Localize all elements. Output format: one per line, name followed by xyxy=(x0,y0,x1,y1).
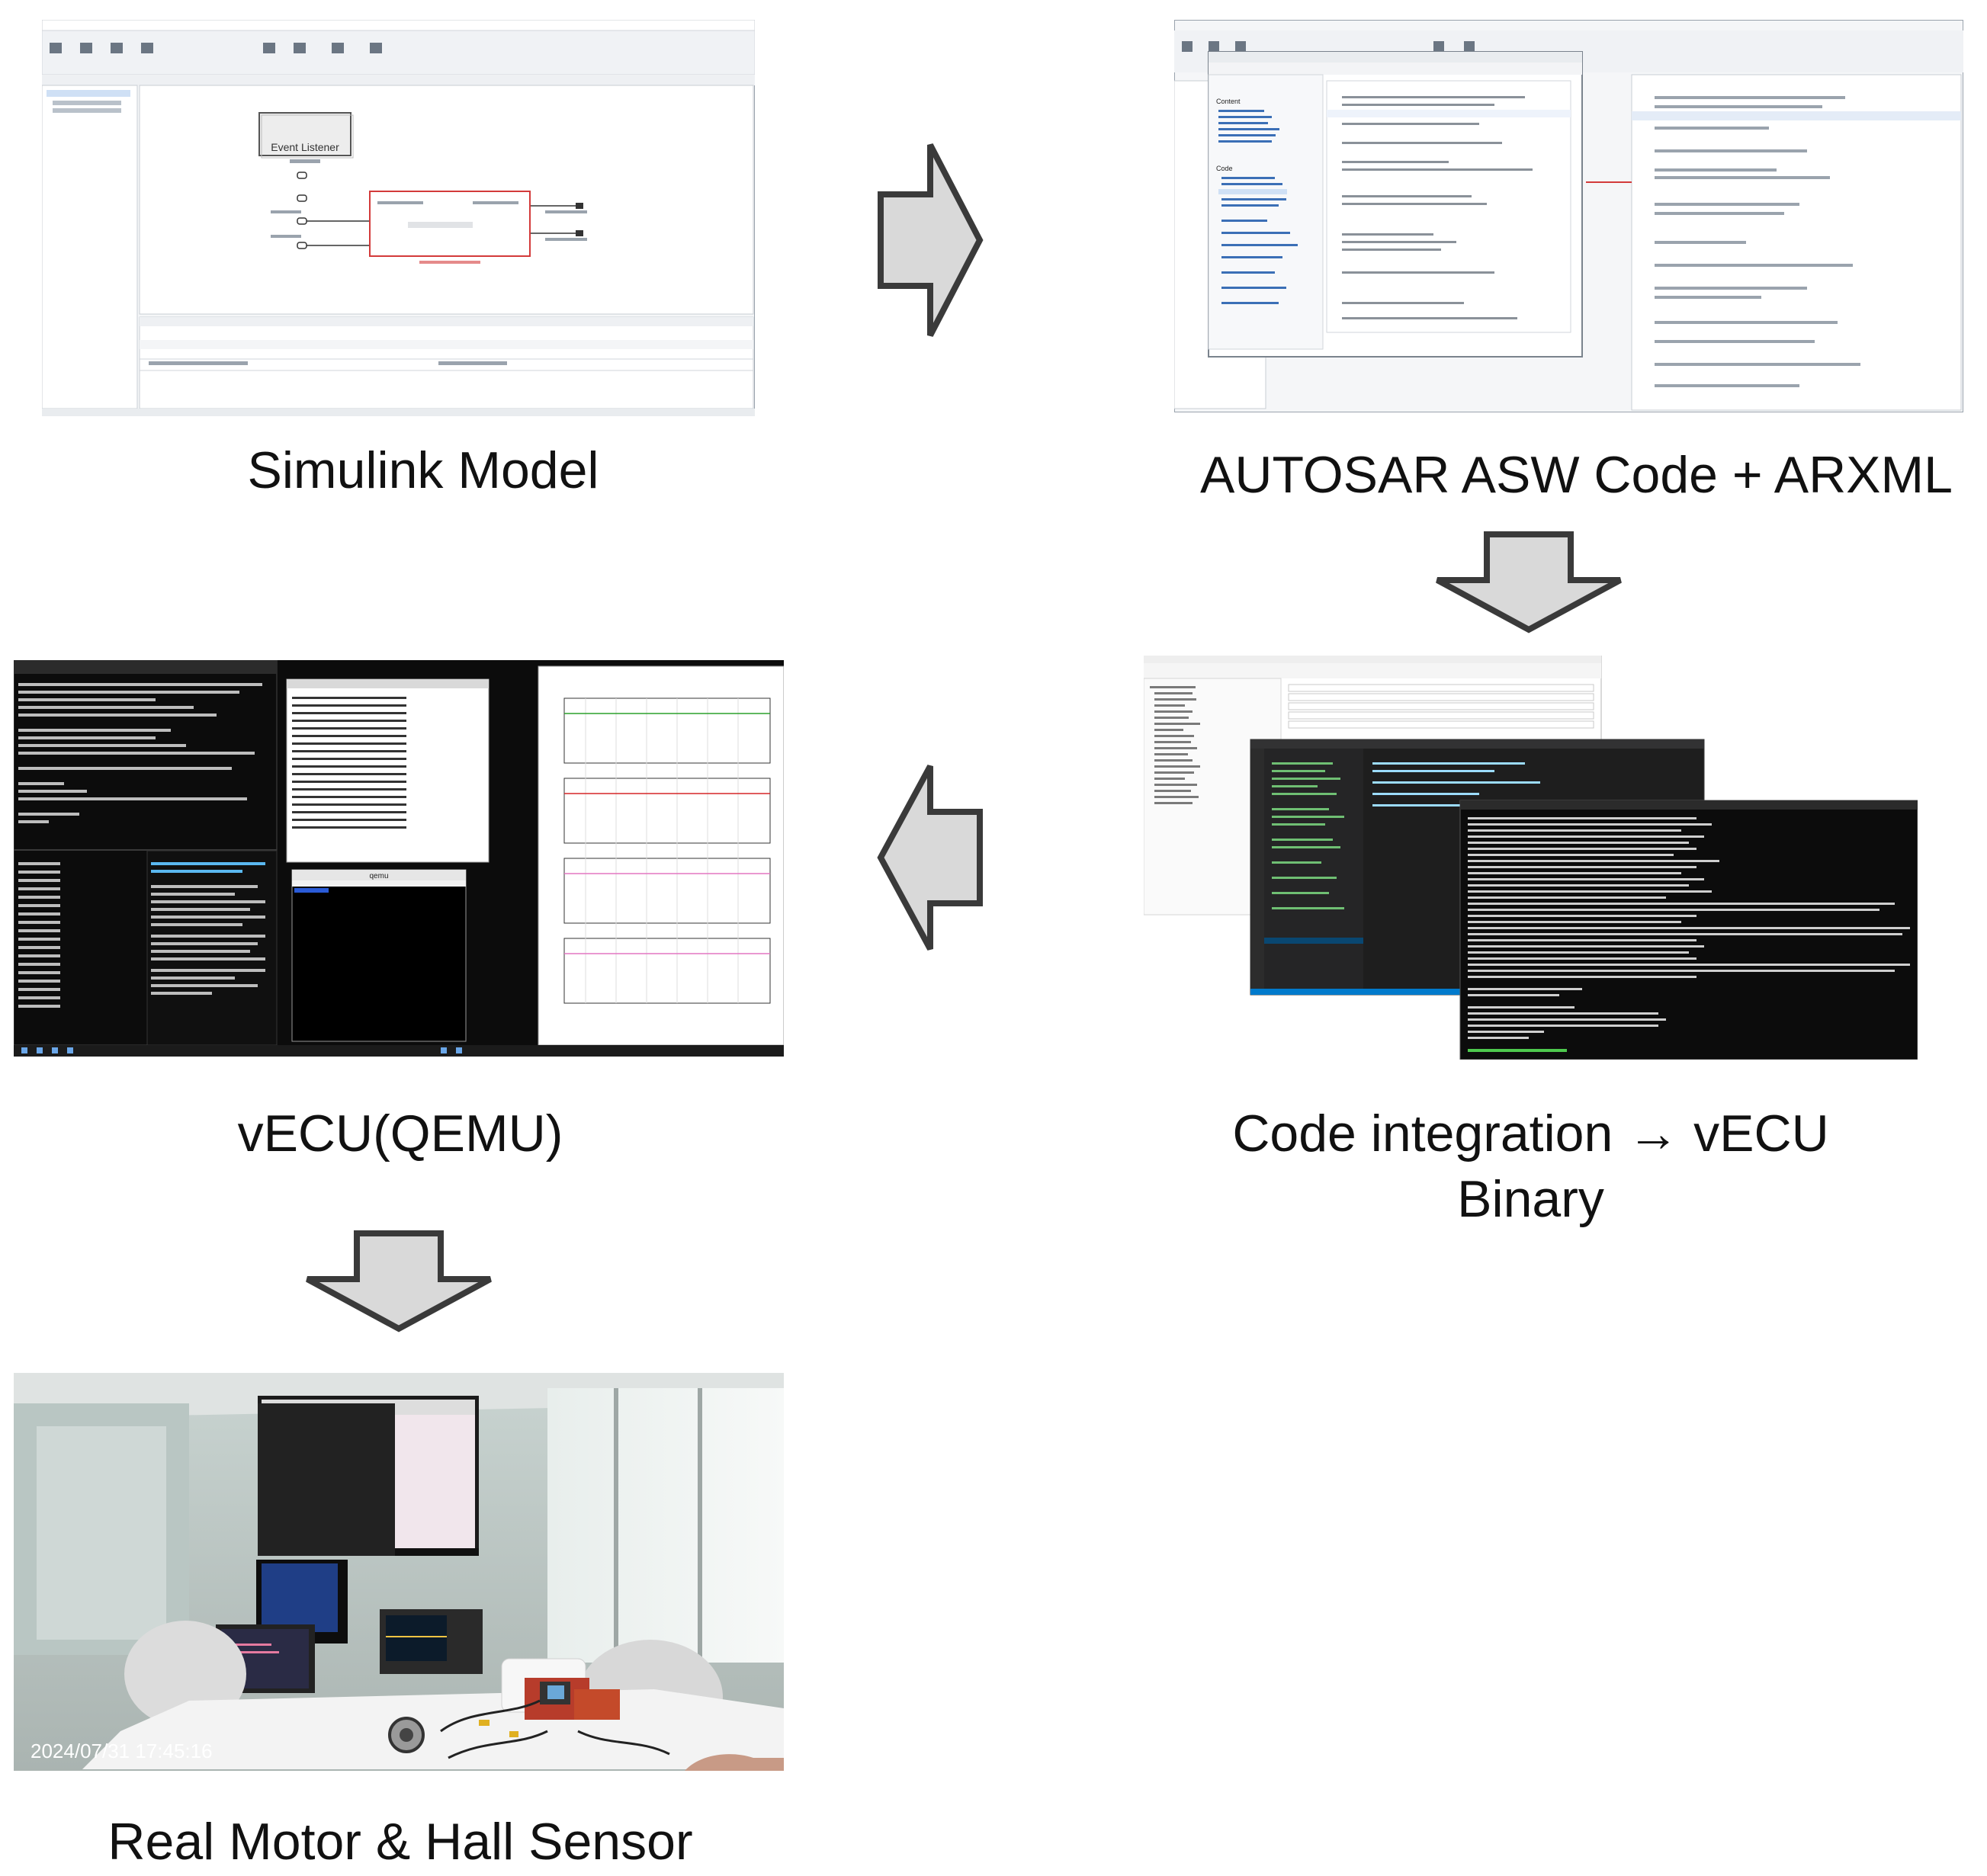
caption-simulink-model: Simulink Model xyxy=(247,441,599,499)
arrow-right xyxy=(877,141,984,339)
vecu-qemu-screenshot: qemu xyxy=(14,660,784,1057)
qemu-window-title: qemu xyxy=(369,872,388,880)
caption-code-integration-line2: Binary xyxy=(1457,1170,1604,1228)
caption-vecu-qemu: vECU(QEMU) xyxy=(237,1105,563,1162)
photo-timestamp: 2024/07/31 17:45:16 xyxy=(30,1740,213,1762)
caption-code-integration-line1: Code integration → vECU xyxy=(1232,1105,1829,1162)
autosar-content-heading: Content xyxy=(1216,98,1241,105)
real-motor-photo: 2024/07/31 17:45:16 xyxy=(14,1373,784,1771)
autosar-code-screenshot: Content Code xyxy=(1174,20,1963,412)
caption-autosar-asw-code: AUTOSAR ASW Code + ARXML xyxy=(1200,446,1953,504)
simulink-event-listener-block: Event Listener xyxy=(271,141,339,153)
caption-code-integration: Code integration → vECU Binary xyxy=(1144,1101,1918,1232)
arrow-left xyxy=(877,762,984,953)
code-integration-screenshot xyxy=(1144,656,1918,1060)
autosar-code-heading: Code xyxy=(1216,165,1233,172)
arrow-down-right-column xyxy=(1433,531,1624,633)
arrow-down-left-column xyxy=(303,1230,494,1332)
simulink-screenshot: Event Listener xyxy=(42,20,755,416)
caption-real-motor: Real Motor & Hall Sensor xyxy=(108,1813,693,1871)
